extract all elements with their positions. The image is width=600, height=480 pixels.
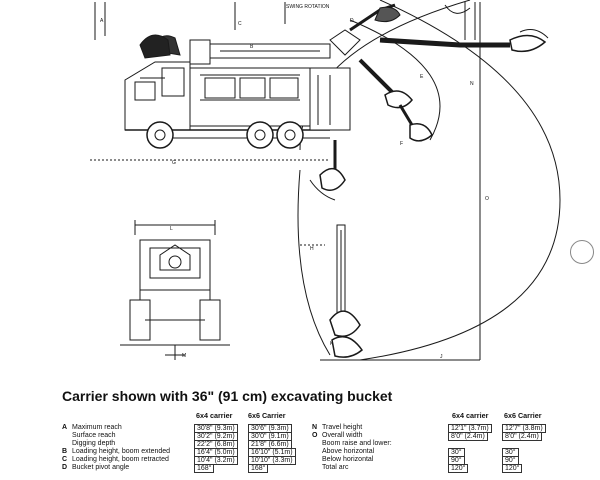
truck-carrier-side-view — [90, 61, 351, 161]
spec-value: 120° — [448, 464, 469, 473]
dimension-letter: D — [350, 18, 354, 24]
dimension-letter: K — [330, 341, 334, 347]
page-heading: Carrier shown with 36" (91 cm) excavatin… — [62, 388, 393, 404]
spec-value: 10'4" (3.2m) — [194, 456, 238, 465]
column-header: 6x6 Carrier — [504, 411, 542, 420]
dimension-letter: N — [470, 81, 474, 87]
column-header: 6x4 carrier — [196, 411, 233, 420]
spec-row: Surface reach — [72, 432, 116, 439]
column-header: 6x4 carrier — [452, 411, 489, 420]
swing-rotation-label: SWING ROTATION — [286, 4, 330, 10]
excavator-technical-drawing: SWING ROTATION A B C D E F G H J K L M N… — [90, 0, 561, 361]
spec-row: Digging depth — [72, 440, 116, 447]
dimension-letter: G — [172, 160, 176, 166]
dimension-letter: B — [250, 44, 254, 50]
spec-value: 8'0" (2.4m) — [502, 432, 542, 441]
spec-row: Below horizontal — [322, 456, 374, 463]
telescopic-boom — [139, 29, 361, 65]
dimension-letter: C — [238, 21, 242, 27]
spec-value: 168° — [248, 464, 269, 473]
spec-value: 8'0" (2.4m) — [448, 432, 488, 441]
spec-row: Above horizontal — [322, 448, 375, 455]
spec-value: 168° — [194, 464, 215, 473]
dimension-letter: J — [440, 354, 443, 360]
spec-value: 120° — [502, 464, 523, 473]
digging-arc — [297, 169, 331, 356]
dimension-letter: E — [420, 74, 424, 80]
max-reach-arc — [359, 0, 561, 361]
dimension-letter: L — [170, 226, 173, 232]
spec-value: 10'10" (3.3m) — [248, 456, 296, 465]
dimension-letter: M — [182, 353, 186, 359]
dimension-letter: F — [400, 141, 403, 147]
bucket-raised-positions — [349, 3, 549, 142]
spec-row: Total arc — [322, 464, 349, 471]
dimension-letter: A — [100, 18, 104, 24]
boom-digging-position — [309, 140, 364, 358]
bucket-path-arc — [349, 19, 441, 141]
column-header: 6x6 Carrier — [248, 411, 286, 420]
spec-row: Boom raise and lower: — [322, 440, 392, 447]
dimension-letter: H — [310, 246, 314, 252]
binder-hole — [570, 240, 594, 264]
truck-carrier-front-view — [120, 220, 230, 360]
dimension-letter: O — [485, 196, 489, 202]
